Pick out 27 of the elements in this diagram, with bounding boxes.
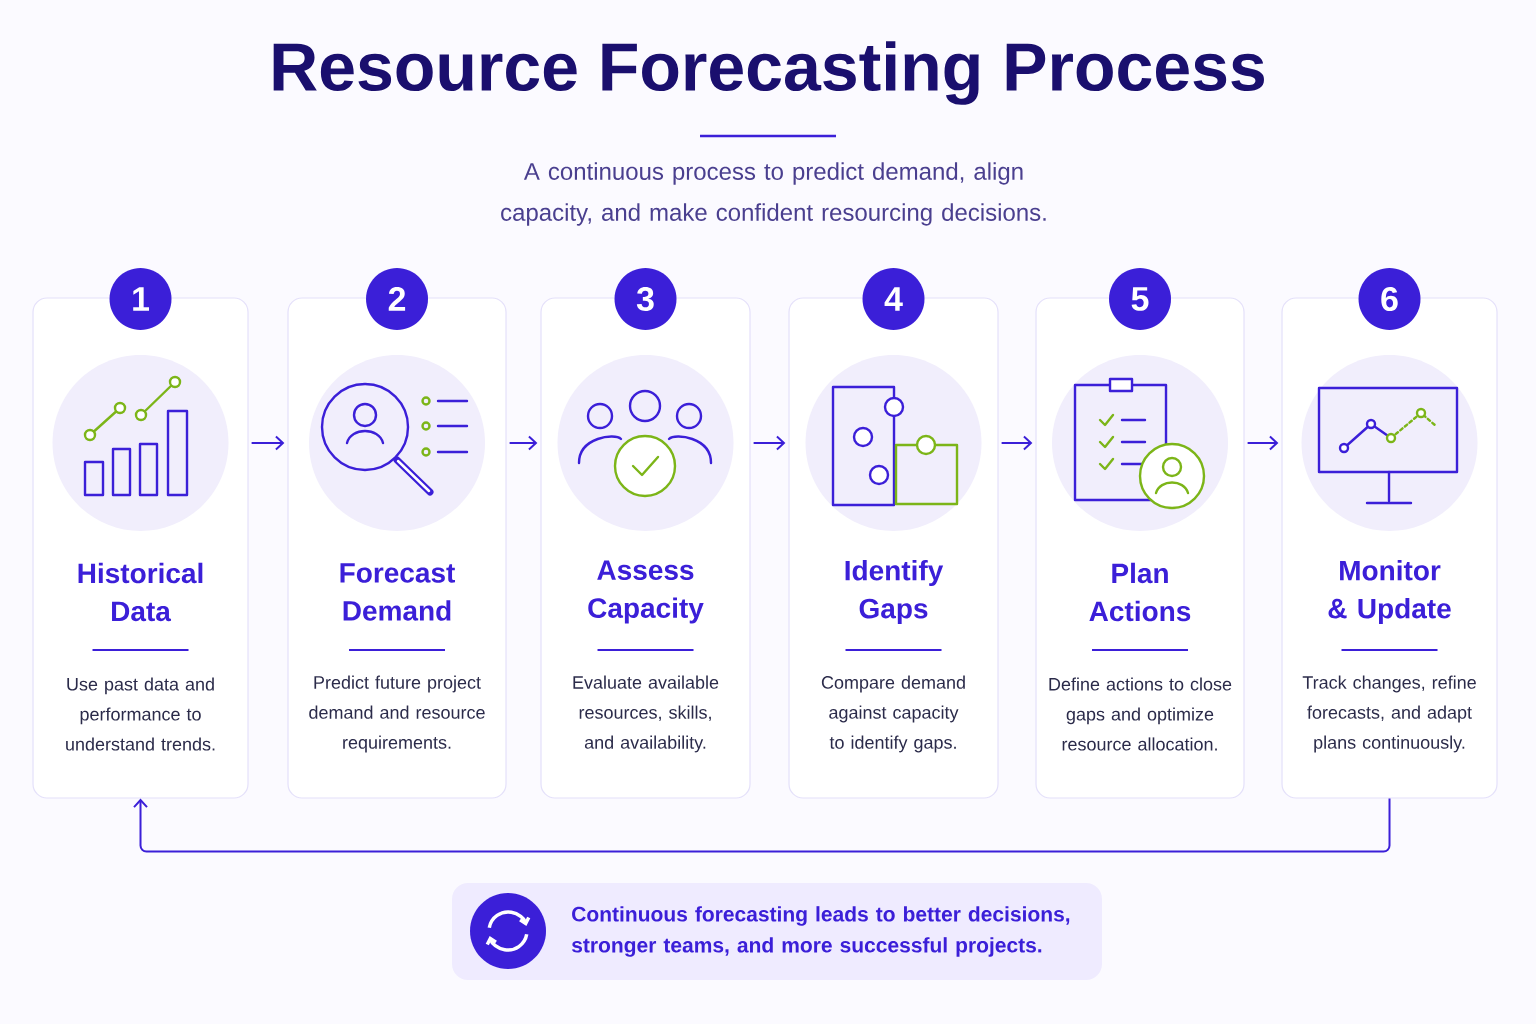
number-badge: 5 — [1109, 268, 1171, 330]
number-badge: 1 — [109, 268, 172, 330]
title: Resource Forecasting Process — [273, 41, 1264, 105]
step-description: Compare demand against capacity to identify gaps. — [821, 675, 965, 753]
arrow — [133, 797, 1391, 853]
number-badge: 3 — [614, 268, 677, 330]
number-badge: 4 — [862, 268, 925, 330]
arrow — [508, 435, 538, 451]
arrow — [1000, 435, 1033, 451]
step-description: Predict future project demand and resource requirements. — [309, 675, 485, 753]
step-title: Plan Actions — [1089, 562, 1191, 622]
step-title: Forecast Demand — [340, 563, 455, 621]
arrow — [1246, 435, 1279, 451]
step-title: Historical Data — [78, 562, 203, 622]
step-title: Identify Gaps — [845, 559, 944, 625]
step-description: Evaluate available resources, skills, and availability. — [573, 675, 719, 753]
note-box: Continuous forecasting leads to better decisions, stronger teams, and more successful projects. — [452, 883, 1102, 980]
subtitle: A continuous process to predict demand, align capacity, and make confident resourcing decisions. — [501, 162, 1046, 226]
step-title: Assess Capacity — [588, 560, 704, 624]
number-badge: 6 — [1358, 268, 1421, 330]
number-badge: 2 — [366, 268, 428, 330]
arrow — [752, 435, 786, 451]
step-description: Track changes, refine forecasts, and adapt plans continuously. — [1302, 675, 1476, 753]
arrow — [250, 435, 285, 451]
step-description: Define actions to close gaps and optimize resource allocation. — [1049, 677, 1232, 751]
step-description: Use past data and performance to understand trends. — [66, 677, 215, 751]
step-title: Monitor & Update — [1328, 559, 1451, 625]
